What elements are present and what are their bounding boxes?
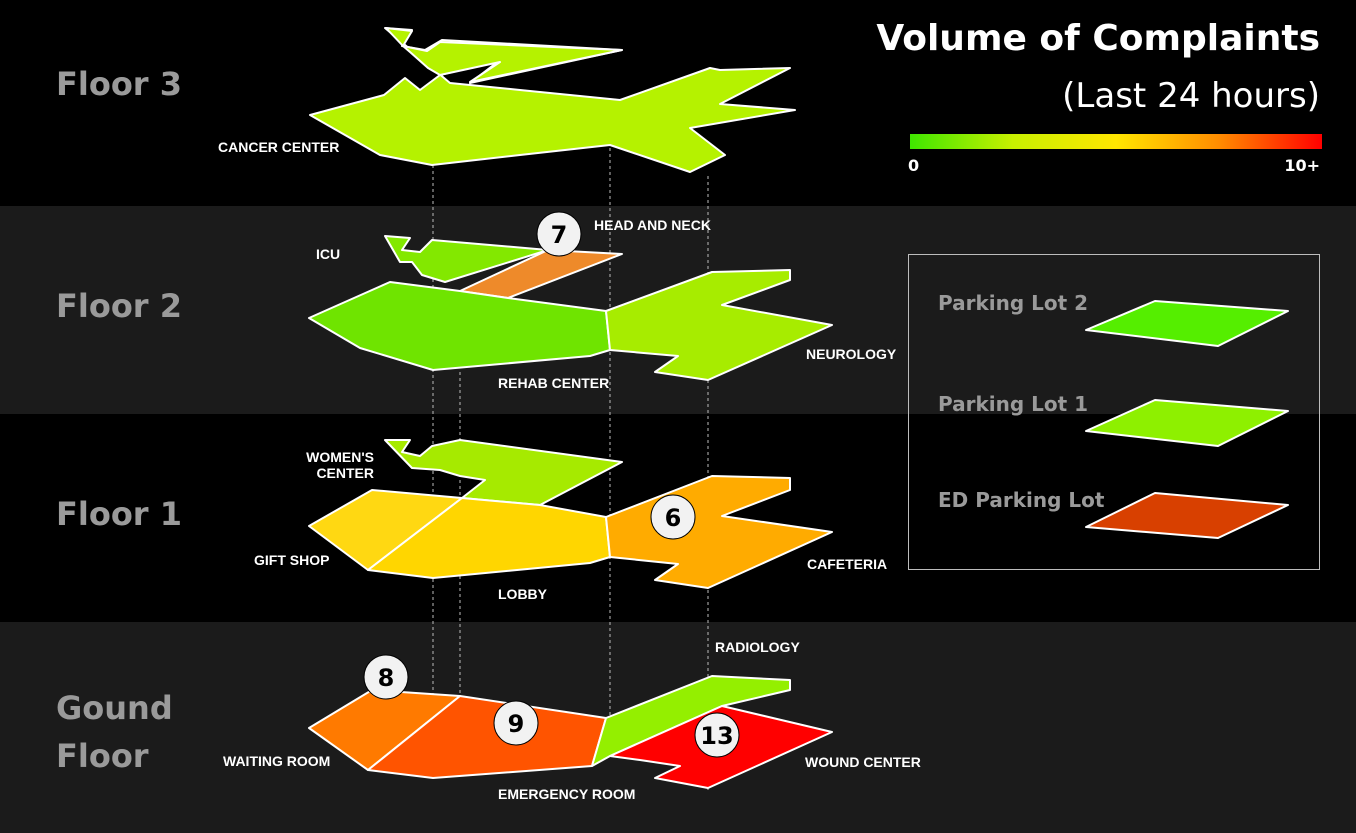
legend-swatch-parking-lot-1 [1085,399,1289,447]
legend-label-ed-parking-lot: ED Parking Lot [938,488,1105,512]
badge-wound-center-count: 13 [700,722,733,750]
badge-wound-center: 13 [694,712,740,758]
badge-head-and-neck: 7 [536,211,582,257]
area-cancer-center-top [385,27,623,83]
label-head-and-neck: HEAD AND NECK [594,217,711,233]
scale-max-label: 10+ [1284,156,1320,175]
badge-emergency-room: 9 [493,700,539,746]
label-cancer-center: CANCER CENTER [218,139,339,155]
label-gift-shop: GIFT SHOP [254,552,329,568]
label-rehab-center: REHAB CENTER [498,375,609,391]
floor-label-2: Floor 2 [56,287,182,325]
parking-legend [908,254,1320,570]
scale-min-label: 0 [908,156,920,175]
legend-label-parking-lot-1: Parking Lot 1 [938,392,1089,416]
badge-head-and-neck-count: 7 [551,221,568,249]
label-cafeteria: CAFETERIA [807,556,887,572]
badge-cafeteria: 6 [650,494,696,540]
area-rehab-center [308,281,611,371]
floor-label-1: Floor 1 [56,495,182,533]
area-womens-center [384,439,623,506]
legend-label-parking-lot-2: Parking Lot 2 [938,291,1089,315]
badge-emergency-room-count: 9 [508,710,525,738]
color-scale-bar [910,134,1322,149]
label-radiology: RADIOLOGY [715,639,800,655]
label-emergency-room: EMERGENCY ROOM [498,786,635,802]
page-title: Volume of Complaints [876,18,1320,59]
badge-waiting-room: 8 [363,654,409,700]
legend-swatch-parking-lot-2 [1085,300,1289,347]
floor-label-ground: Gound Floor [56,689,173,775]
area-emergency-room [367,695,607,779]
label-waiting-room: WAITING ROOM [223,753,330,769]
badge-waiting-room-count: 8 [378,664,395,692]
floor-label-3: Floor 3 [56,65,182,103]
area-cafeteria [605,475,833,589]
label-wound-center: WOUND CENTER [805,754,921,770]
area-radiology [591,675,791,767]
area-lobby [367,497,611,579]
area-neurology [605,269,833,381]
label-neurology: NEUROLOGY [806,346,897,362]
label-lobby: LOBBY [498,586,548,602]
badge-cafeteria-count: 6 [665,504,682,532]
label-icu: ICU [316,246,340,262]
page-subtitle: (Last 24 hours) [1062,76,1320,116]
legend-swatch-ed-parking-lot [1085,492,1289,539]
